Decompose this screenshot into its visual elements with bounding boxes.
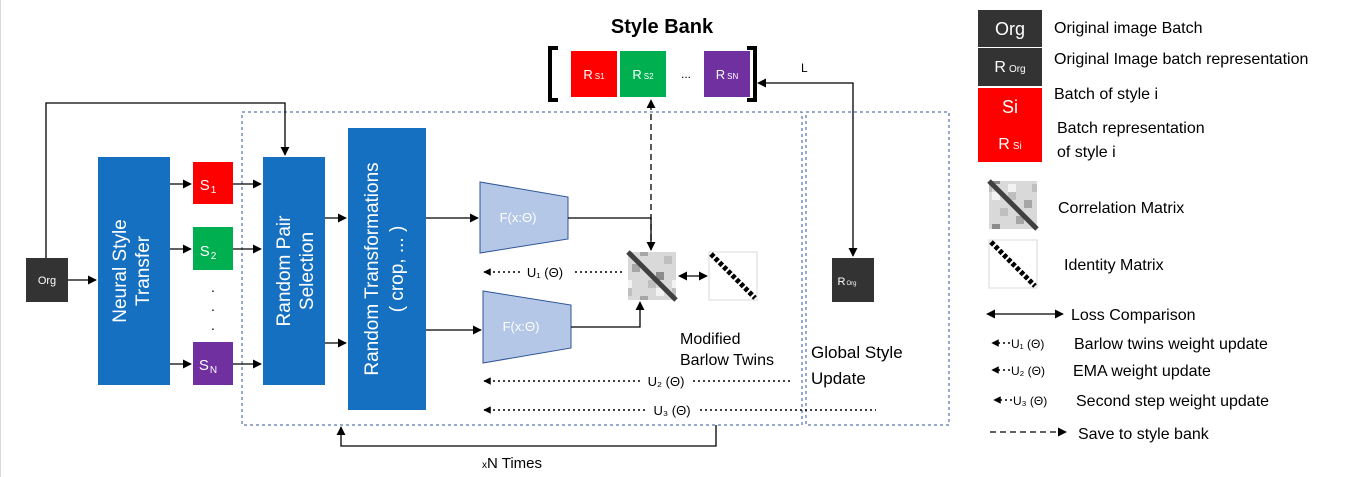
legend-org-text: Original image Batch [1054,20,1203,37]
legend-rsi-text: Batch representation [1057,120,1205,137]
svg-text:Org: Org [38,275,56,287]
encoder-top: F(x:Θ) [479,181,569,254]
svg-text:RSi: RSi [998,136,1021,153]
bank-left-bracket [548,46,558,102]
style-bank-title: Style Bank [611,16,714,38]
style-s2-block: S2 [193,227,233,270]
svg-text:ROrg: ROrg [994,59,1025,76]
barlow-twins-label: Barlow Twins [680,352,774,369]
svg-text:Si: Si [1002,97,1018,117]
legend-identity-icon [988,239,1038,289]
svg-text:RSN: RSN [716,67,739,82]
org-input-block: Org [26,258,68,302]
u1-label: U₁ (Θ) [527,265,563,280]
modified-barlow-twins-region [241,111,803,426]
svg-text:F(x:Θ): F(x:Θ) [500,210,537,225]
legend-u2-text: EMA weight update [1073,363,1211,380]
legend-loss-text: Loss Comparison [1071,307,1196,324]
legend-rsi-text: of style i [1057,144,1116,161]
modified-label: Modified [680,331,740,348]
legend-u1-text: Barlow twins weight update [1074,336,1268,353]
random-transformations-block: Random Transformations ( crop, ... ) [348,128,426,410]
svg-text:F(x:Θ): F(x:Θ) [503,319,540,334]
svg-text:Random Pair: Random Pair [274,215,295,327]
legend-u2-label: U₂ (Θ) [1011,364,1045,378]
legend-si-text: Batch of style i [1054,86,1158,103]
legend-u3-label: U₃ (Θ) [1013,394,1047,408]
neural-style-transfer-block: Neural Style Transfer [98,157,170,385]
u2-label: U₂ (Θ) [648,374,685,389]
svg-text:Neural Style: Neural Style [110,219,131,323]
bank-ellipsis: ... [681,67,691,81]
legend-u3-text: Second step weight update [1076,393,1269,410]
svg-text:Transfer: Transfer [133,235,154,306]
identity-matrix [708,251,758,301]
svg-text:RS1: RS1 [583,67,605,82]
svg-text:RS2: RS2 [632,67,654,82]
style-s1-block: S1 [193,162,233,204]
style-dot: . [211,317,215,333]
style-dot: . [211,298,215,314]
svg-text:S2: S2 [200,243,217,262]
style-sn-block: SN [193,342,233,385]
svg-text:Org: Org [995,19,1025,39]
correlation-matrix [626,250,678,302]
svg-text:S1: S1 [200,177,217,196]
update-label: Update [811,369,866,388]
legend-id-text: Identity Matrix [1064,257,1164,274]
update-arrows [483,268,876,414]
random-pair-selection-block: Random Pair Selection [263,157,325,385]
u3-label: U₃ (Θ) [653,403,690,418]
svg-text:Random Transformations: Random Transformations [362,162,383,375]
encoder-bottom: F(x:Θ) [482,290,572,364]
svg-text:( crop, ... ): ( crop, ... ) [387,226,408,313]
r-org-block: ROrg [832,258,874,302]
svg-text:Selection: Selection [297,232,318,310]
loss-label: L [801,61,808,75]
global-style-label: Global Style [811,343,903,362]
legend-u1-label: U₁ (Θ) [1011,337,1044,351]
legend-si-box: Si [978,88,1042,125]
svg-text:ROrg: ROrg [838,276,857,288]
legend-org-box: Org [978,10,1042,47]
svg-text:SN: SN [199,357,217,376]
legend-rorg-text: Original Image batch representation [1054,51,1308,68]
n-times-label: xN Times [482,455,542,472]
bank-right-bracket [747,46,757,102]
legend-save-text: Save to style bank [1078,426,1210,443]
legend-correlation-icon [987,179,1039,231]
style-dot: . [211,279,215,295]
legend-corr-text: Correlation Matrix [1058,200,1184,217]
